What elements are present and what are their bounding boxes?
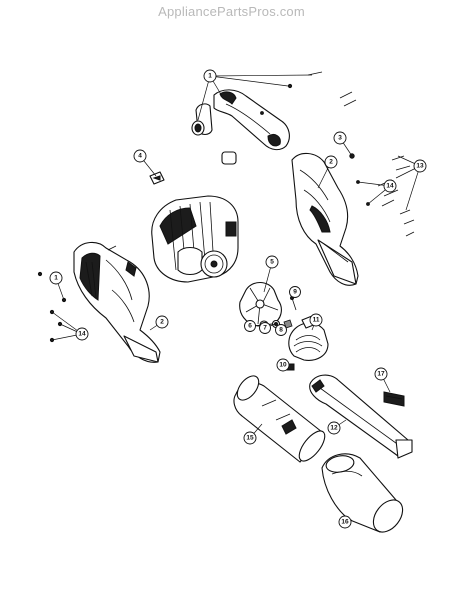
svg-text:16: 16 [341, 519, 349, 526]
callout-9: 9 [289, 286, 301, 298]
callout-15: 15 [243, 431, 257, 445]
callout-7: 7 [259, 322, 271, 334]
callout-14-left: 14 [75, 327, 89, 341]
right-housing [291, 152, 359, 286]
callout-2-left: 2 [155, 315, 169, 329]
callout-6: 6 [244, 320, 256, 332]
callout-14-right: 14 [383, 179, 397, 193]
svg-text:2: 2 [329, 159, 333, 166]
svg-text:13: 13 [416, 163, 424, 170]
engine-assembly [151, 195, 239, 283]
svg-text:14: 14 [386, 183, 394, 190]
svg-text:15: 15 [246, 435, 254, 442]
svg-text:6: 6 [248, 323, 252, 330]
callout-5: 5 [265, 255, 279, 269]
callout-1-top: 1 [203, 69, 217, 83]
svg-text:12: 12 [330, 425, 338, 432]
screw-set-right [339, 91, 415, 237]
nozzle [309, 374, 413, 459]
svg-text:1: 1 [208, 73, 212, 80]
svg-text:5: 5 [270, 259, 274, 266]
callout-1-left: 1 [49, 271, 63, 285]
svg-text:11: 11 [313, 317, 320, 324]
callout-13: 13 [413, 159, 427, 173]
callout-17: 17 [374, 367, 388, 381]
grip-insert [221, 151, 237, 165]
svg-text:2: 2 [160, 319, 164, 326]
callout-2-right: 2 [324, 155, 338, 169]
callout-16: 16 [338, 515, 352, 529]
svg-text:8: 8 [279, 327, 283, 334]
fan-cover [288, 315, 329, 361]
site-watermark: AppliancePartsPros.com [158, 4, 305, 19]
callout-11: 11 [309, 313, 323, 327]
left-housing [73, 241, 161, 363]
callout-4: 4 [133, 149, 147, 163]
svg-text:4: 4 [138, 153, 142, 160]
svg-text:14: 14 [78, 331, 86, 338]
handle-part [191, 71, 323, 165]
foam-pad [383, 391, 405, 407]
impeller-fan [239, 281, 282, 327]
callout-12: 12 [327, 421, 341, 435]
blower-tube [233, 375, 326, 463]
svg-text:3: 3 [338, 135, 342, 142]
callout-10: 10 [276, 358, 290, 372]
callout-3: 3 [333, 131, 347, 145]
svg-text:1: 1 [54, 275, 58, 282]
vacuum-tube [321, 453, 404, 533]
svg-text:10: 10 [279, 362, 287, 369]
svg-text:17: 17 [377, 371, 385, 378]
svg-text:9: 9 [293, 289, 297, 296]
callout-8: 8 [275, 324, 287, 336]
svg-text:7: 7 [263, 325, 267, 332]
